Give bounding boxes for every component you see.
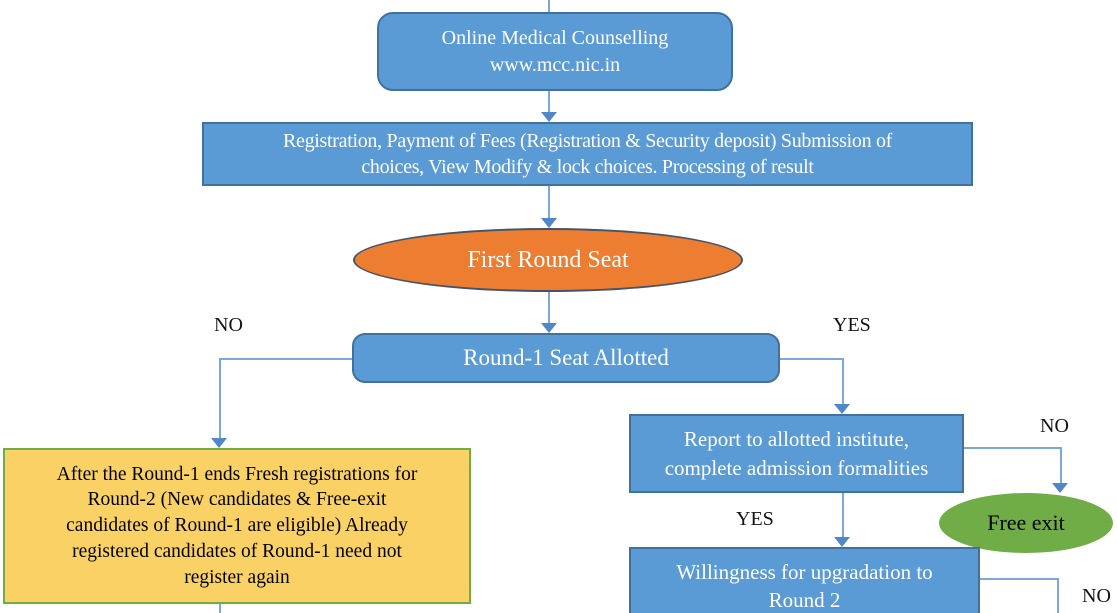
report-node-line1: Report to allotted institute, xyxy=(683,427,910,452)
fresh-registration-line2: Round-2 (New candidates & Free-exit xyxy=(87,489,387,511)
connector-willingness-no-horizontal xyxy=(980,578,1059,580)
willingness-line2: Round 2 xyxy=(768,588,841,612)
connector-report-no-horizontal xyxy=(964,447,1062,449)
connector-start-to-process xyxy=(548,91,550,113)
fresh-registration-line5: register again xyxy=(184,566,290,588)
arrowhead-into-first-round xyxy=(541,218,557,228)
connector-top-entry xyxy=(548,0,550,12)
connector-decision-no-horizontal xyxy=(219,358,352,360)
arrowhead-into-process xyxy=(541,112,557,122)
connector-process-to-first-round xyxy=(548,186,550,219)
start-node-line2: www.mcc.nic.in xyxy=(489,53,621,76)
free-exit-label: Free exit xyxy=(987,510,1065,535)
fresh-registration-line1: After the Round-1 ends Fresh registratio… xyxy=(56,463,418,485)
connector-decision-no-vertical xyxy=(219,358,221,439)
edge-label-upgrade-no: NO xyxy=(1082,585,1111,607)
fresh-registration-line4: registered candidates of Round-1 need no… xyxy=(72,540,402,562)
connector-report-no-vertical xyxy=(1060,447,1062,484)
first-round-label: First Round Seat xyxy=(467,246,629,273)
process-node: Registration, Payment of Fees (Registrat… xyxy=(202,122,973,186)
decision-round1-label: Round-1 Seat Allotted xyxy=(463,345,669,370)
first-round-ellipse: First Round Seat xyxy=(353,228,743,292)
report-node-line2: complete admission formalities xyxy=(664,455,929,480)
free-exit-ellipse: Free exit xyxy=(939,493,1113,553)
connector-first-round-to-decision xyxy=(548,292,550,324)
edge-label-round1-no: NO xyxy=(214,314,243,336)
process-node-line1: Registration, Payment of Fees (Registrat… xyxy=(282,130,893,152)
connector-decision-yes-vertical xyxy=(842,358,844,406)
connector-report-yes-vertical xyxy=(842,493,844,538)
connector-fresh-registration-exit xyxy=(219,604,221,613)
arrowhead-into-report xyxy=(834,404,850,414)
arrowhead-into-decision xyxy=(541,323,557,333)
connector-decision-yes-horizontal xyxy=(780,358,844,360)
edge-label-report-yes: YES xyxy=(736,508,774,530)
arrowhead-into-willingness xyxy=(834,537,850,547)
fresh-registration-line3: candidates of Round-1 are eligible) Alre… xyxy=(66,515,408,537)
process-node-line2: choices, View Modify & lock choices. Pro… xyxy=(361,156,814,178)
willingness-node: Willingness for upgradation to Round 2 xyxy=(629,547,980,613)
edge-label-round1-yes: YES xyxy=(833,314,871,336)
fresh-registration-note: After the Round-1 ends Fresh registratio… xyxy=(3,448,471,604)
edge-label-report-no: NO xyxy=(1040,415,1069,437)
connector-willingness-no-vertical xyxy=(1057,578,1059,613)
start-node: Online Medical Counselling www.mcc.nic.i… xyxy=(377,12,733,91)
arrowhead-into-free-exit xyxy=(1052,483,1068,493)
start-node-line1: Online Medical Counselling xyxy=(441,26,669,49)
arrowhead-into-fresh-registration xyxy=(211,438,227,448)
willingness-line1: Willingness for upgradation to xyxy=(676,559,933,584)
report-node: Report to allotted institute, complete a… xyxy=(629,414,964,493)
decision-round1-node: Round-1 Seat Allotted xyxy=(352,333,780,383)
